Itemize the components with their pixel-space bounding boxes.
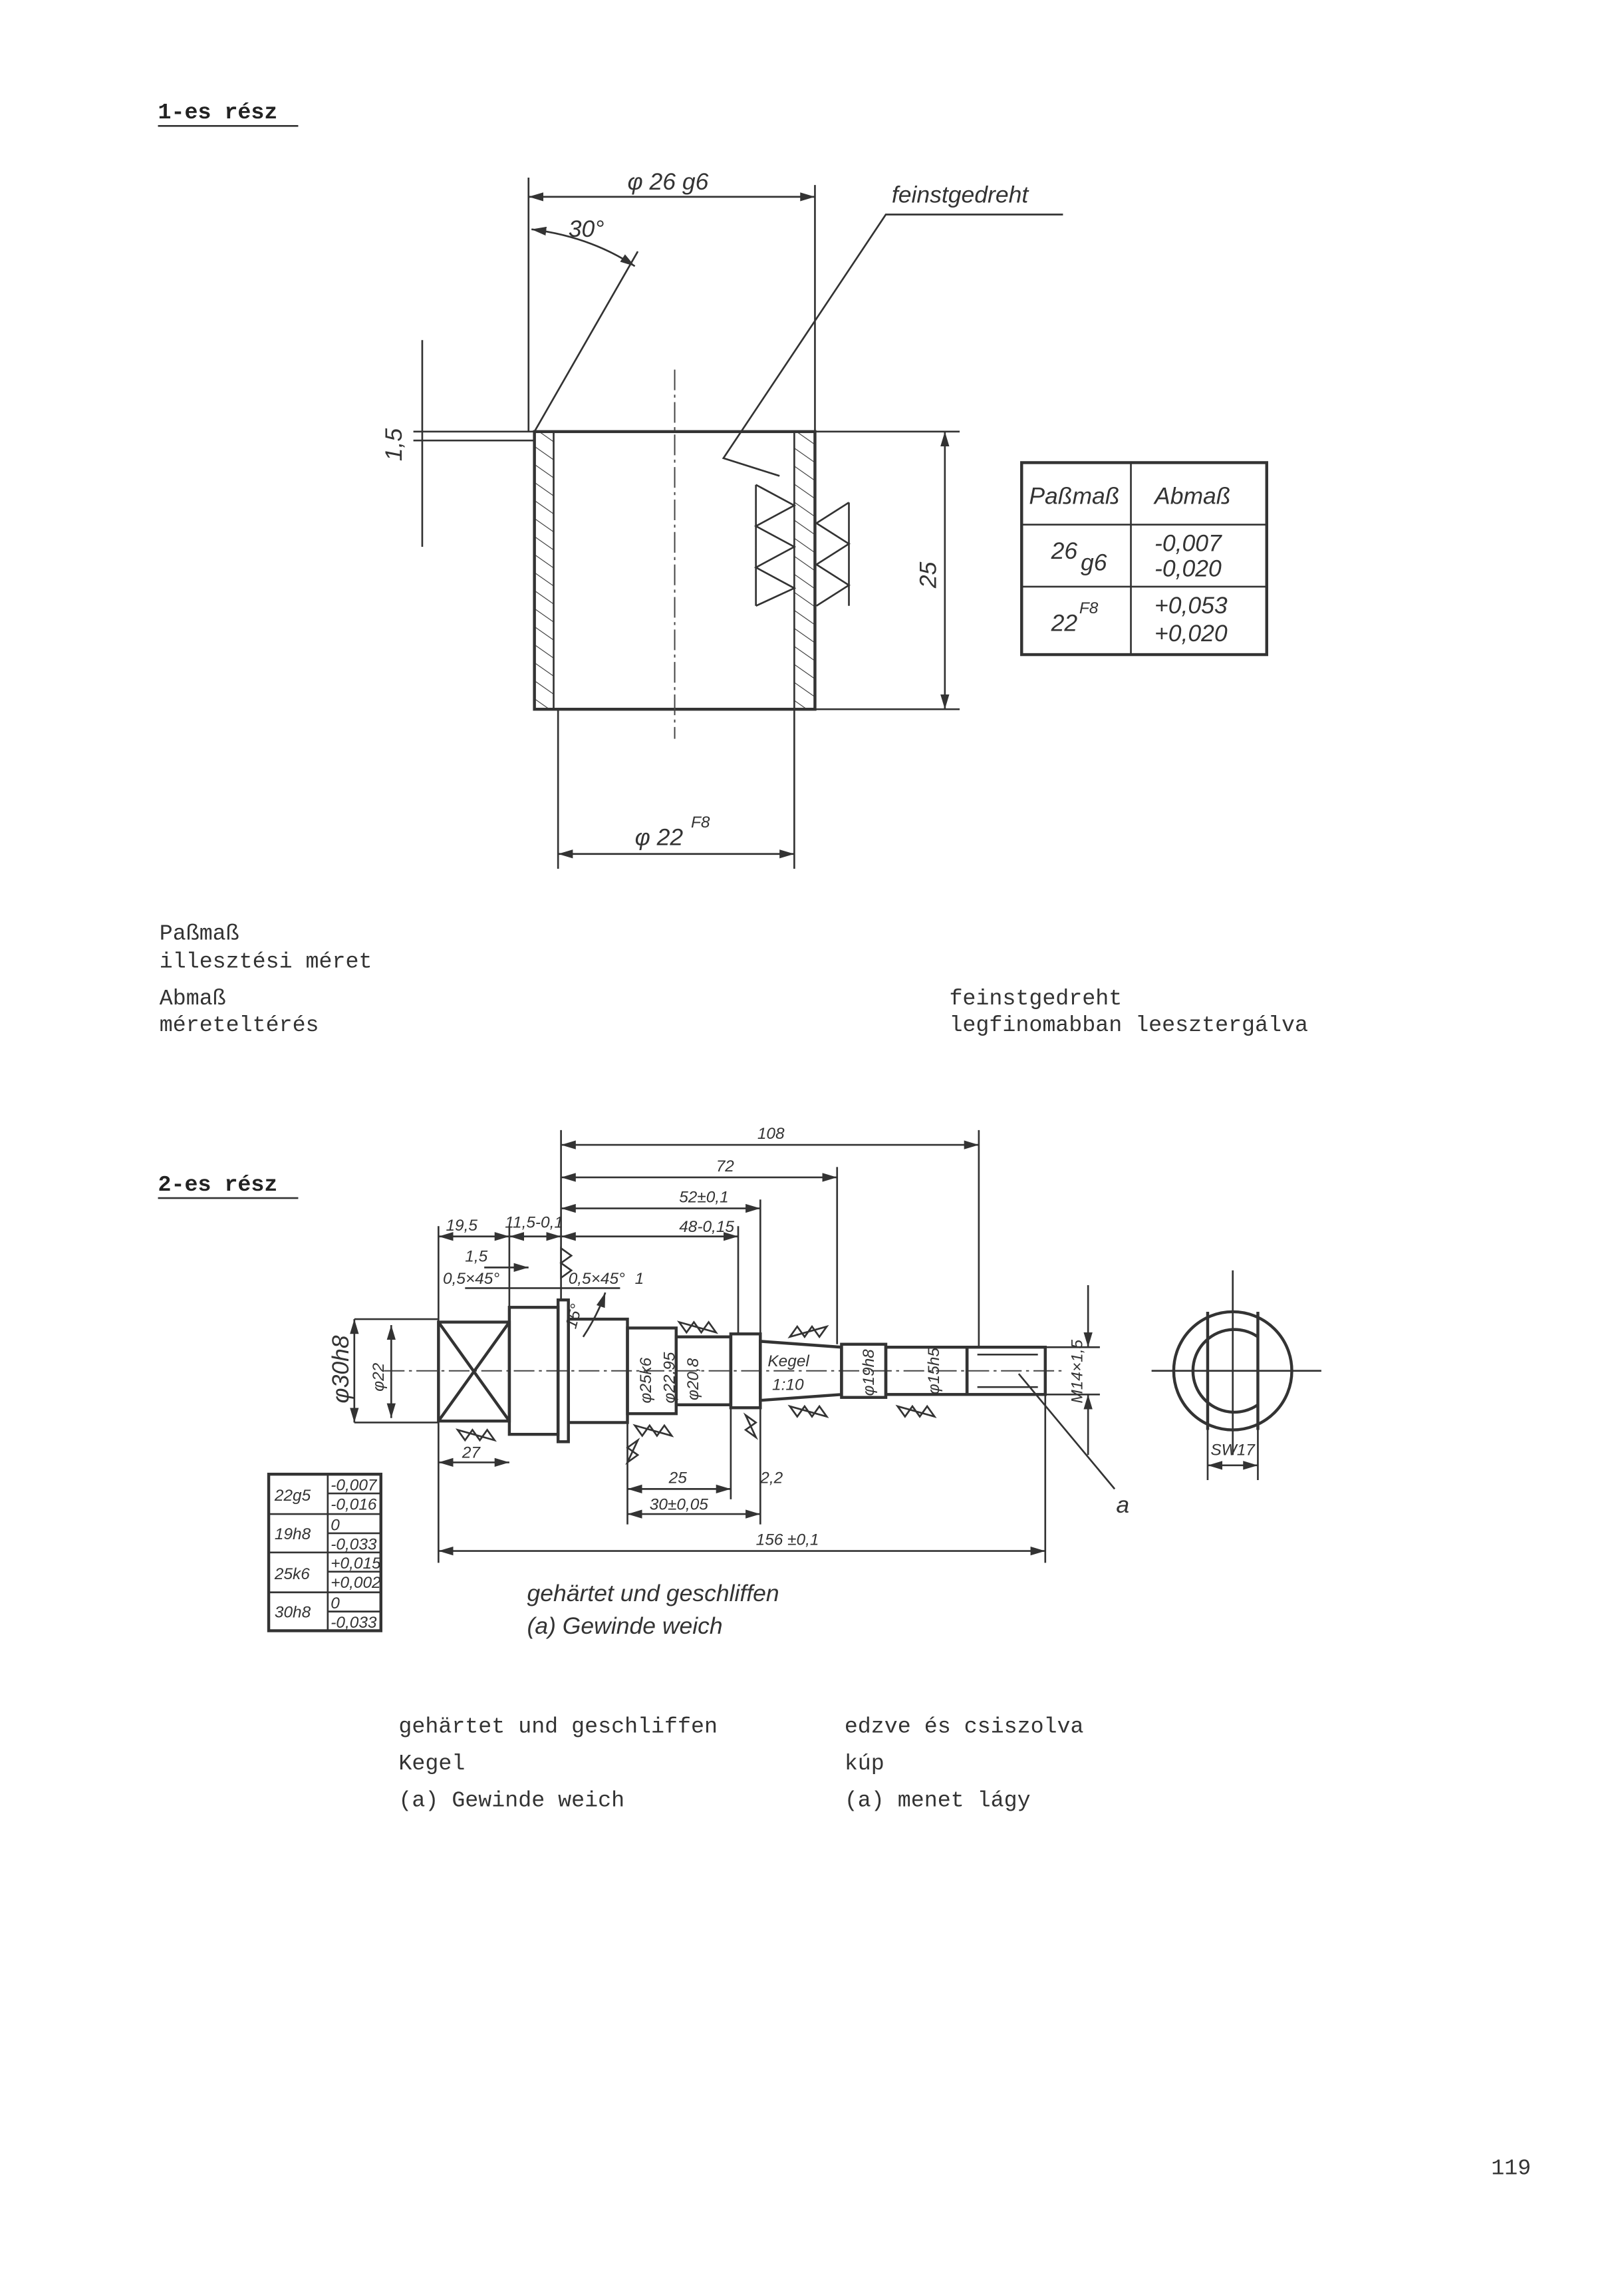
dim-108: 108: [757, 1125, 785, 1143]
glossary-term: Abmaß: [160, 986, 226, 1011]
cone-ratio: 1:10: [772, 1376, 804, 1394]
glossary-term: feinstgedreht: [949, 986, 1122, 1011]
part2-title: 2-es rész: [158, 1172, 278, 1197]
upper: -0,007: [331, 1477, 378, 1495]
part1-tolerance-table: Paßmaß Abmaß 26 g6 -0,007 -0,020 22 F8 +…: [1020, 461, 1268, 657]
table-upper: +0,053: [1154, 592, 1228, 619]
table-size: 22: [1051, 610, 1078, 637]
dim-phi19: φ19h8: [860, 1349, 878, 1396]
glossary-term: gehärtet und geschliffen: [398, 1714, 718, 1740]
fit: 19h8: [275, 1525, 311, 1543]
glossary-term: Kegel: [398, 1751, 465, 1776]
part1-heading: 1-es rész: [158, 100, 299, 127]
dim-72: 72: [716, 1157, 735, 1175]
upper: 0: [331, 1517, 340, 1535]
lower: -0,033: [331, 1535, 377, 1553]
dim-inner-diameter: φ 22: [635, 824, 684, 850]
dim-phi25: φ25k6: [637, 1357, 655, 1403]
dim-angle: 30°: [569, 216, 605, 242]
drawing-caption-2: (a) Gewinde weich: [527, 1612, 723, 1639]
shaft-drawing: 108 72 52±0,1 48-0,15 19,5 11,5-0,1 1,5 …: [327, 1125, 1129, 1563]
dim-phi22: φ22: [370, 1362, 388, 1391]
lower: -0,033: [331, 1614, 377, 1632]
page-number: 119: [1491, 2155, 1531, 2181]
glossary-term: (a) Gewinde weich: [398, 1788, 624, 1813]
table-lower: +0,020: [1154, 620, 1228, 647]
upper: +0,015: [331, 1555, 381, 1573]
glossary-term: Paßmaß: [160, 921, 239, 947]
fit: 22g5: [274, 1487, 311, 1505]
dim-chamfer: 1,5: [380, 428, 407, 462]
dim-25: 25: [668, 1469, 688, 1487]
dim-inner-fit: F8: [691, 814, 710, 832]
dim-wrench-size: SW17: [1210, 1441, 1256, 1459]
dim-1-5: 1,5: [465, 1247, 487, 1265]
dim-phi20-8: φ20,8: [684, 1358, 702, 1400]
part2-tolerance-table: 22g5 -0,007 -0,016 19h8 0 -0,033 25k6 +0…: [267, 1472, 382, 1632]
dim-1: 1: [635, 1270, 644, 1288]
cone-label: Kegel: [767, 1352, 809, 1370]
dim-phi30: φ30h8: [327, 1335, 354, 1403]
surface-finish-symbols: [753, 484, 851, 607]
upper: 0: [331, 1594, 340, 1612]
dim-30: 30±0,05: [650, 1495, 708, 1513]
dim-156: 156 ±0,1: [756, 1531, 819, 1549]
table-lower: -0,020: [1154, 555, 1222, 581]
part1-title: 1-es rész: [158, 100, 278, 125]
dim-27: 27: [462, 1444, 481, 1462]
table-fit: F8: [1079, 599, 1099, 617]
dim-phi22-95: φ22,95: [661, 1352, 679, 1403]
glossary-translation: méreteltérés: [160, 1012, 319, 1038]
dim-19-5: 19,5: [446, 1217, 477, 1235]
glossary-translation: illesztési méret: [160, 949, 372, 975]
dim-chamfer-1: 0,5×45°: [443, 1270, 499, 1288]
dim-52: 52±0,1: [679, 1189, 728, 1207]
table-size: 26: [1051, 537, 1078, 564]
dim-48: 48-0,15: [679, 1218, 734, 1236]
dim-angle-15: 15°: [563, 1302, 587, 1330]
part1-drawing: φ 26 g6 30° 1,5 25 φ 22 F8 feinstgedreht: [380, 168, 1063, 869]
table-upper: -0,007: [1154, 530, 1222, 557]
lower: +0,002: [331, 1574, 381, 1592]
glossary-translation: (a) menet lágy: [845, 1788, 1031, 1813]
dim-11-5: 11,5-0,1: [505, 1213, 563, 1231]
table-header-abmass: Abmaß: [1153, 483, 1230, 510]
glossary-translation: kúp: [845, 1751, 884, 1776]
drawing-caption-1: gehärtet und geschliffen: [527, 1580, 779, 1606]
dim-thread: M14×1,5: [1068, 1340, 1086, 1404]
glossary-2: gehärtet und geschliffen edzve és csiszo…: [398, 1714, 1083, 1813]
dim-outer-diameter: φ 26 g6: [628, 168, 709, 195]
fit: 30h8: [275, 1604, 311, 1622]
part2-heading: 2-es rész: [158, 1172, 299, 1199]
leader-a: a: [1116, 1491, 1129, 1518]
table-header-passmass: Paßmaß: [1029, 483, 1119, 510]
surface-note: feinstgedreht: [892, 182, 1029, 208]
glossary-1: Paßmaß illesztési méret Abmaß méreteltér…: [160, 921, 1308, 1038]
table-fit: g6: [1081, 549, 1107, 576]
surface-finish-symbols: [455, 1246, 937, 1465]
lower: -0,016: [331, 1495, 377, 1513]
glossary-translation: edzve és csiszolva: [845, 1714, 1084, 1740]
dim-phi15: φ15h5: [925, 1348, 943, 1395]
fit: 25k6: [274, 1565, 310, 1583]
shaft-end-view: SW17: [1151, 1270, 1321, 1481]
dim-chamfer-2: 0,5×45°: [569, 1270, 625, 1288]
dim-length: 25: [914, 561, 941, 589]
dim-2-2: 2,2: [759, 1469, 783, 1487]
glossary-translation: legfinomabban leesztergálva: [949, 1012, 1308, 1038]
